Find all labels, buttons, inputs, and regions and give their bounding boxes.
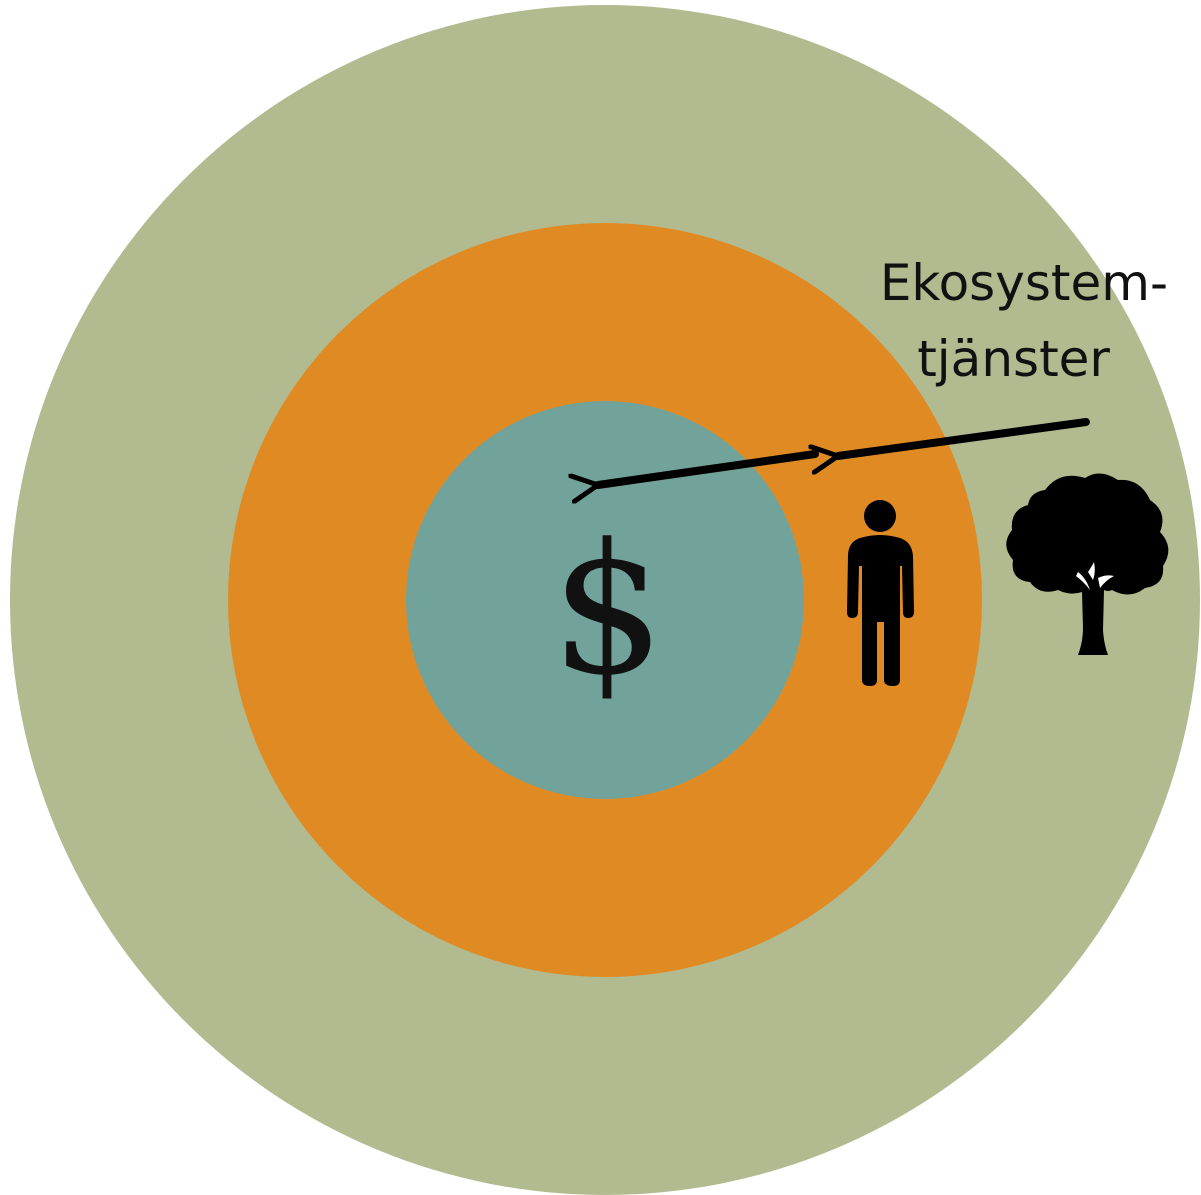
inner-circle-economy xyxy=(406,401,804,799)
person-icon xyxy=(847,500,914,686)
dollar-sign: $ xyxy=(551,506,666,715)
ecosystem-services-label-line2: tjänster xyxy=(917,330,1110,388)
ecosystem-services-label-line1: Ekosystem- xyxy=(880,254,1168,312)
tree-icon xyxy=(1006,473,1169,655)
arrow-nature-to-society xyxy=(838,418,1090,456)
arrow-society-to-economy xyxy=(598,450,819,485)
